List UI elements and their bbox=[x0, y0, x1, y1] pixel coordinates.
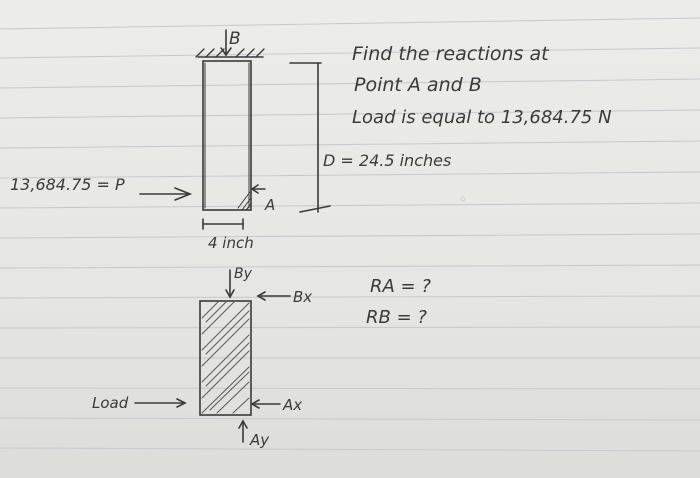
unknown-ra: RA = ? bbox=[370, 276, 431, 297]
problem-line-1: Find the reactions at bbox=[352, 43, 550, 65]
fixed-support-hatch bbox=[195, 48, 265, 58]
load-arrow-head bbox=[176, 398, 187, 408]
fbd-label-ax: Ax bbox=[282, 396, 302, 414]
support-a-hatch bbox=[237, 191, 252, 211]
paper-speck bbox=[460, 196, 466, 202]
fbd-shading bbox=[201, 301, 250, 414]
fbd-label-ay: Ay bbox=[249, 431, 270, 449]
problem-statement: Find the reactions at Point A and B Load… bbox=[323, 43, 612, 170]
dimension-d-label: D = 24.5 inches bbox=[323, 151, 451, 170]
p-arrow-head bbox=[174, 187, 193, 201]
unknown-rb: RB = ? bbox=[366, 307, 427, 328]
a-arrow-head bbox=[250, 184, 259, 194]
free-body-diagram bbox=[134, 269, 291, 443]
d-dimension-bottom bbox=[299, 205, 331, 213]
ay-arrow-head bbox=[238, 419, 248, 429]
width-label: 4 inch bbox=[208, 234, 254, 252]
label-a: A bbox=[264, 196, 275, 214]
ax-arrow-head bbox=[250, 399, 260, 409]
load-p-label: 13,684.75 = P bbox=[10, 175, 125, 194]
by-arrow-head bbox=[225, 289, 235, 299]
problem-line-3: Load is equal to 13,684.75 N bbox=[352, 107, 612, 128]
fbd-label-by: By bbox=[234, 266, 253, 282]
b-arrow-head bbox=[220, 47, 232, 57]
ruled-lines bbox=[0, 17, 700, 452]
problem-line-2: Point A and B bbox=[354, 74, 482, 96]
fbd-label-load: Load bbox=[92, 394, 129, 412]
top-beam-diagram bbox=[139, 29, 331, 230]
fbd-label-bx: Bx bbox=[293, 288, 312, 306]
fbd-rectangle bbox=[199, 300, 252, 416]
label-b: B bbox=[229, 29, 241, 49]
beam-rectangle bbox=[202, 60, 252, 211]
bx-arrow-head bbox=[256, 291, 266, 301]
